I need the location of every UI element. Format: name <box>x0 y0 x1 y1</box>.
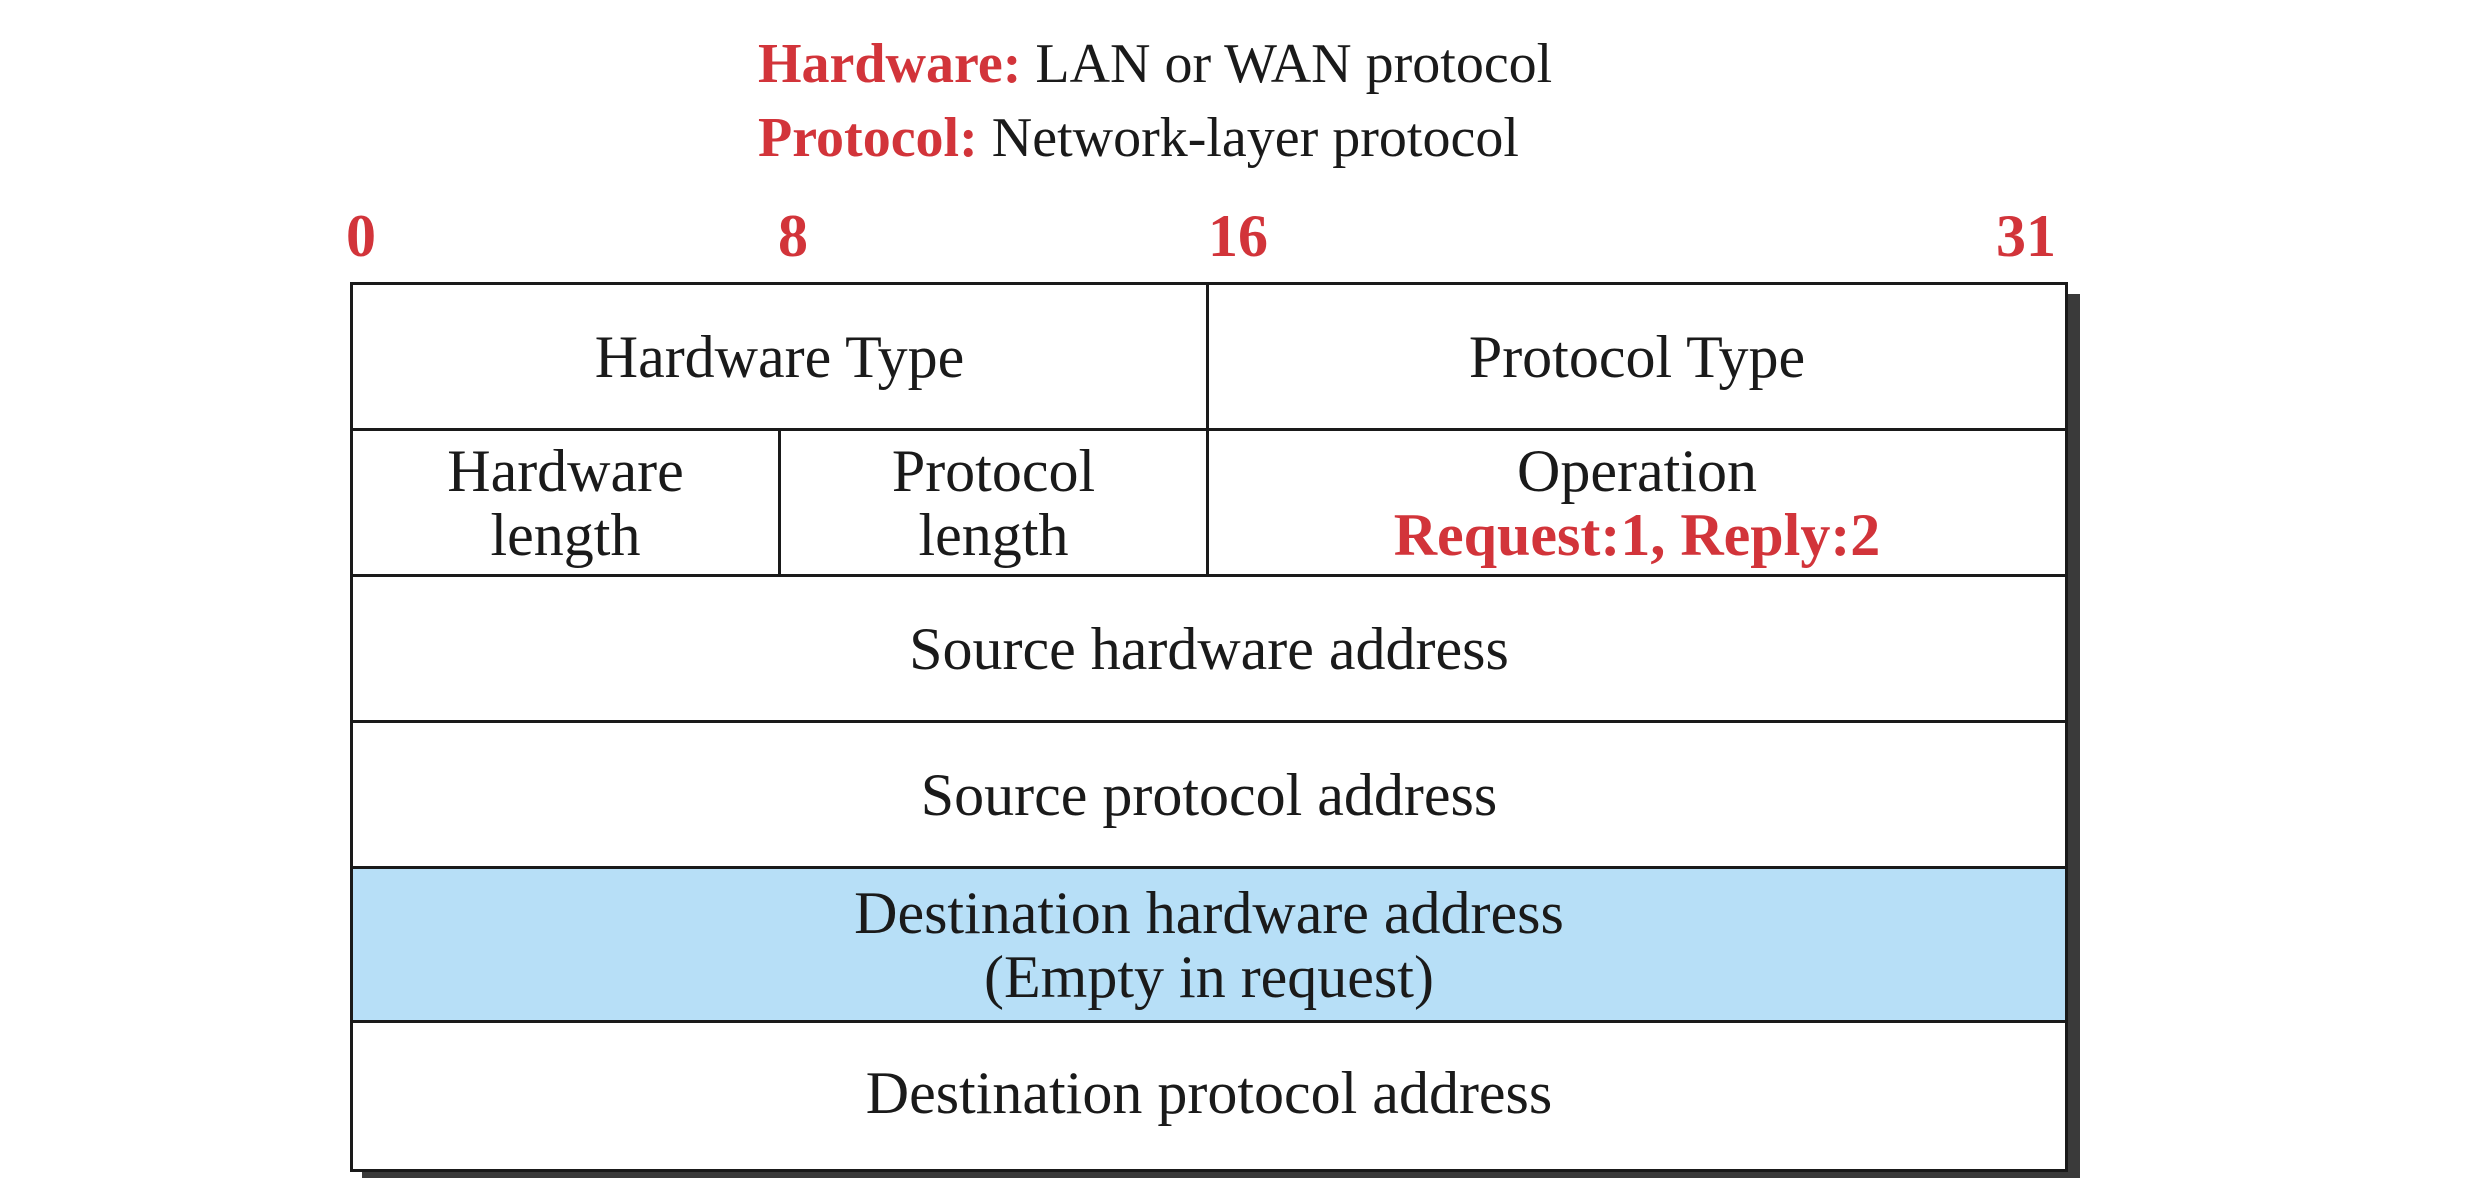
legend-hardware: Hardware: LAN or WAN protocol <box>758 36 1552 92</box>
bit-label-31: 31 <box>1996 203 2056 269</box>
field-protocol-length-line2: length <box>918 501 1069 568</box>
legend-protocol-value: Network-layer protocol <box>991 107 1519 169</box>
field-source-hardware-address: Source hardware address <box>353 577 2065 723</box>
legend-protocol: Protocol: Network-layer protocol <box>758 110 1519 166</box>
field-source-protocol-address: Source protocol address <box>353 723 2065 869</box>
field-hardware-length: Hardware length <box>353 431 781 577</box>
field-destination-protocol-address: Destination protocol address <box>353 1023 2065 1163</box>
arp-packet-format: Hardware Type Protocol Type Hardware len… <box>350 282 2068 1172</box>
field-hardware-type-label: Hardware Type <box>594 323 965 390</box>
field-destination-hardware-address-note: (Empty in request) <box>984 943 1434 1010</box>
field-protocol-type-label: Protocol Type <box>1468 323 1806 390</box>
field-destination-hardware-address: Destination hardware address (Empty in r… <box>353 869 2065 1023</box>
field-source-protocol-address-label: Source protocol address <box>920 761 1498 828</box>
bit-label-8: 8 <box>778 203 808 269</box>
field-protocol-length: Protocol length <box>781 431 1209 577</box>
field-destination-protocol-address-label: Destination protocol address <box>865 1060 1553 1126</box>
legend-hardware-key: Hardware: <box>758 33 1022 95</box>
bit-label-0: 0 <box>346 203 376 269</box>
field-operation: Operation Request:1, Reply:2 <box>1209 431 2065 577</box>
field-hardware-length-line1: Hardware <box>447 437 684 504</box>
legend-hardware-value: LAN or WAN protocol <box>1035 33 1553 95</box>
field-hardware-length-line2: length <box>490 501 641 568</box>
bit-label-16: 16 <box>1208 203 1268 269</box>
field-destination-hardware-address-label: Destination hardware address <box>854 879 1564 946</box>
field-operation-values: Request:1, Reply:2 <box>1393 501 1881 568</box>
legend-protocol-key: Protocol: <box>758 107 978 169</box>
field-protocol-type: Protocol Type <box>1209 285 2065 431</box>
field-protocol-length-line1: Protocol <box>891 437 1096 504</box>
field-source-hardware-address-label: Source hardware address <box>909 615 1509 682</box>
field-operation-label: Operation <box>1517 437 1757 504</box>
field-hardware-type: Hardware Type <box>353 285 1209 431</box>
